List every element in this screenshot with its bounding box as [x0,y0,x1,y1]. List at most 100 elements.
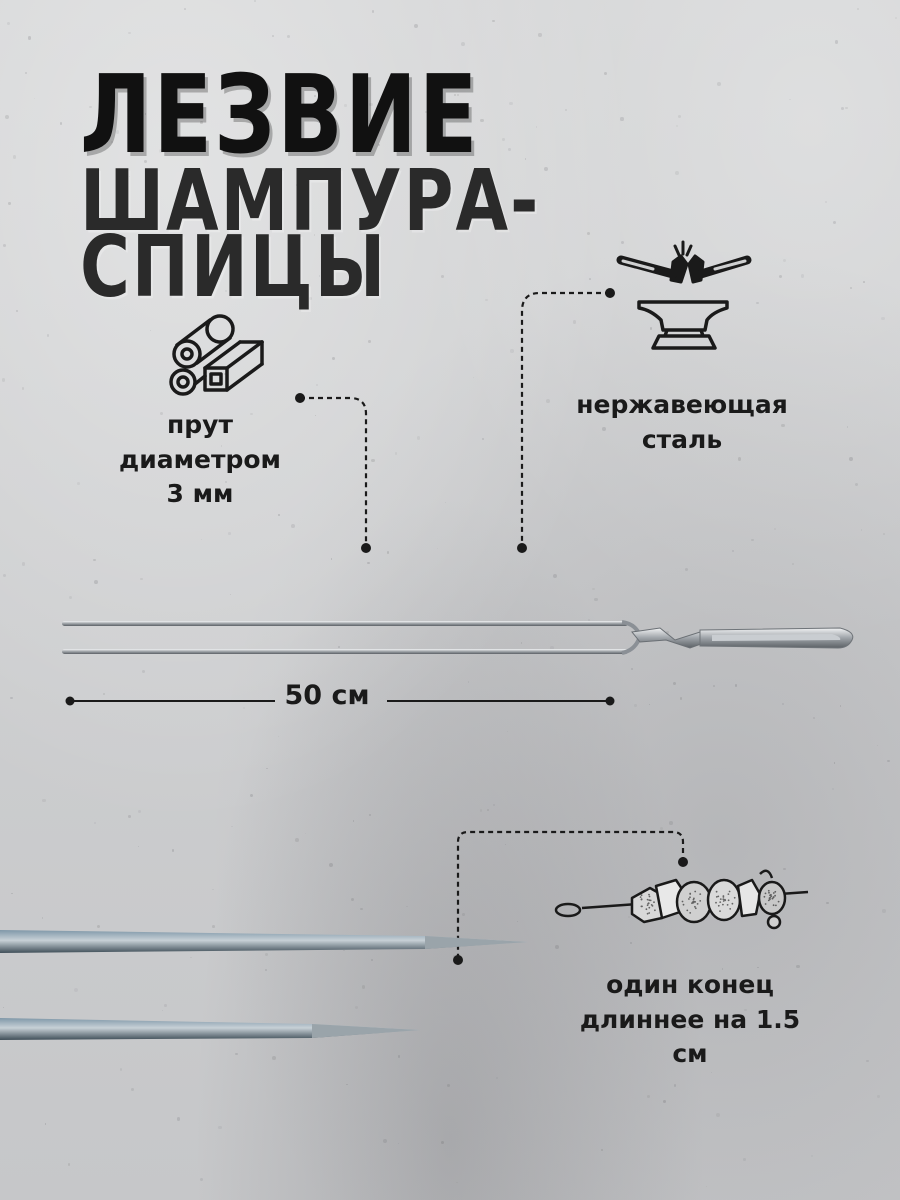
concrete-speck [810,1154,814,1158]
kebab-stipple-dot [726,904,729,906]
concrete-speck [304,172,306,175]
concrete-speck [200,538,202,541]
kebab-stipple-dot [769,898,771,901]
concrete-speck [122,196,126,201]
kebab-stipple-dot [719,901,722,903]
concrete-speck [886,759,890,763]
concrete-speck [876,744,878,746]
kebab-stipple-dot [767,889,770,892]
concrete-speck [509,101,513,106]
concrete-speck [508,148,511,151]
steel-connector-start-dot [605,288,615,298]
concrete-speck [446,1084,450,1088]
concrete-speck [505,844,507,846]
kebab-stipple-dot [639,896,642,898]
kebab-stipple-dot [640,898,643,900]
end-label-line-3: см [672,1039,708,1068]
concrete-speck [453,93,457,97]
concrete-speck [128,175,131,178]
concrete-speck [413,23,418,28]
concrete-speck [89,105,92,109]
concrete-speck [472,376,475,379]
concrete-speck [171,849,175,852]
concrete-speck [140,577,143,580]
concrete-speck [538,33,542,37]
concrete-speck [337,645,341,649]
concrete-speck [159,411,164,416]
concrete-speck [544,167,549,171]
kebab-stipple-dot [731,902,734,905]
kebab-stipple-dot [727,899,730,902]
concrete-speck [781,424,785,428]
kebab-stipple-dot [694,890,697,893]
concrete-speck [308,296,313,301]
concrete-speck [553,573,558,578]
concrete-speck [492,20,495,23]
concrete-speck [659,826,664,831]
concrete-speck [524,157,527,160]
kebab-stipple-dot [728,890,731,893]
concrete-speck [265,953,269,957]
kebab-stipple-dot [717,895,720,898]
concrete-speck [277,736,279,738]
concrete-speck [493,803,496,806]
kebab-stipple-dot [764,892,767,895]
concrete-speck [832,220,836,224]
kebab-stipple-dot [722,898,725,901]
kebab-stipple-dot [648,912,651,914]
concrete-speck [734,684,737,687]
concrete-speck [8,202,11,205]
concrete-speck [159,148,164,153]
concrete-speck [705,1185,707,1187]
end-connector-line [456,830,685,960]
kebab-stipple-dot [654,909,656,912]
concrete-speck [4,114,9,119]
title-line-3: СПИЦЫ [80,218,388,318]
rod-connector-line [300,396,368,548]
concrete-speck [24,72,27,75]
concrete-speck [467,681,470,683]
title-line-1: ЛЕЗВИЕ [80,53,480,179]
concrete-speck [647,1095,651,1099]
kebab-stipple-dot [772,896,775,898]
kebab-stipple-dot [722,895,725,897]
concrete-speck [249,412,253,416]
kebab-stipple-dot [715,890,718,893]
concrete-speck [138,845,140,847]
concrete-speck [600,1149,604,1152]
concrete-speck [592,587,595,591]
steel-label: нержавеющая сталь [552,388,812,457]
concrete-speck [833,762,836,764]
concrete-speck [67,1163,70,1166]
concrete-speck [737,457,742,461]
kebab-stipple-dot [692,898,695,901]
kebab-stipple-dot [648,899,651,902]
concrete-speck [224,480,228,484]
rod-diameter-label: прут диаметром 3 мм [100,408,300,512]
concrete-speck [715,1112,720,1117]
kebab-stipple-dot [770,895,773,898]
concrete-speck [587,618,591,622]
concrete-speck [313,234,316,237]
concrete-speck [677,114,682,119]
concrete-speck [93,559,96,562]
concrete-speck [495,1076,499,1080]
kebab-stipple-dot [719,898,722,900]
end-label-line-2: длиннее на 1.5 [579,1004,801,1034]
concrete-speck [315,383,318,386]
kebab-stipple-dot [694,907,697,910]
metal-rods-icon [169,314,264,396]
concrete-speck [457,93,460,96]
concrete-speck [235,1052,238,1056]
concrete-speck [506,730,509,733]
concrete-speck [33,97,35,100]
concrete-speck [98,218,100,220]
concrete-speck [144,113,146,115]
kebab-stipple-dot [688,898,690,900]
concrete-speck [200,466,203,469]
concrete-speck [110,140,113,143]
concrete-speck [149,329,152,332]
concrete-speck [119,1068,123,1071]
concrete-speck [602,427,606,432]
concrete-speck [510,349,514,353]
